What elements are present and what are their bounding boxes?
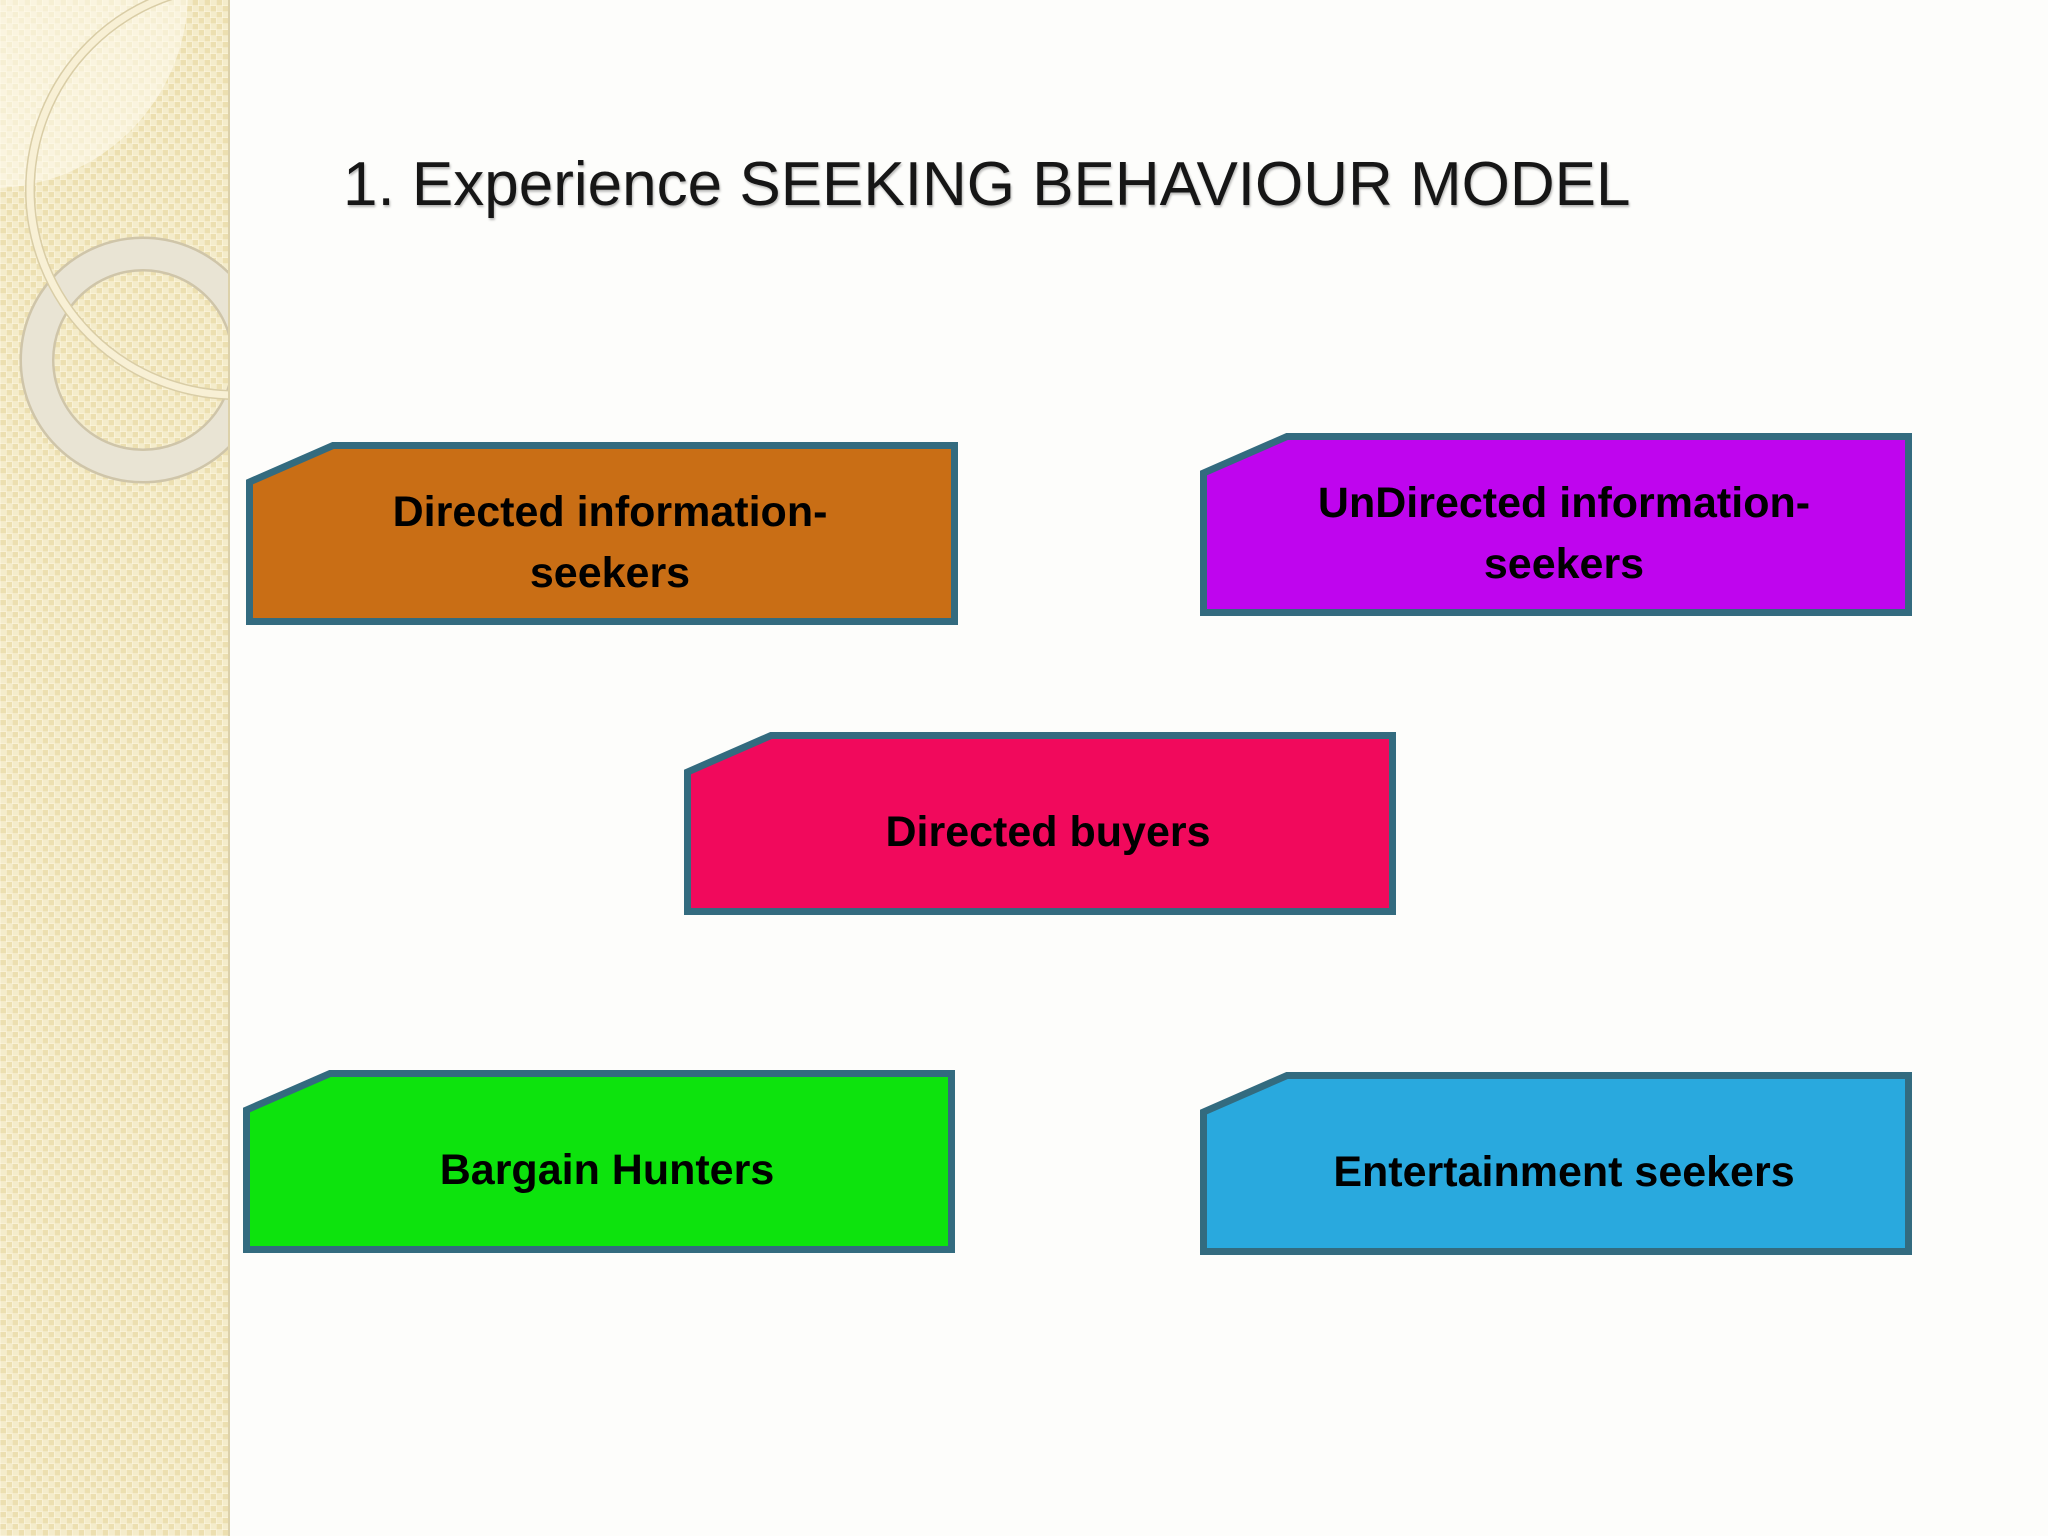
- box-border: [246, 442, 958, 625]
- box-label-line: UnDirected information-: [1317, 479, 1811, 528]
- box-entertainment-seekers: Entertainment seekers: [1200, 1072, 1912, 1255]
- box-label-line: Entertainment seekers: [1333, 1148, 1795, 1197]
- box-label-line: seekers: [529, 548, 691, 597]
- box-shape: [249, 445, 955, 622]
- box-label: UnDirected information- seekers: [1200, 433, 1912, 616]
- box-label: Directed information- seekers: [246, 442, 958, 625]
- snip-corner-shape: [243, 1070, 955, 1253]
- box-label: Entertainment seekers: [1200, 1072, 1912, 1255]
- box-label: Directed buyers: [684, 732, 1396, 915]
- box-label-line: seekers: [1483, 539, 1645, 588]
- box-directed-information-seekers: Directed information- seekers: [246, 442, 958, 625]
- box-border: [243, 1070, 955, 1253]
- box-bargain-hunters: Bargain Hunters: [243, 1070, 955, 1253]
- box-shape: [1203, 1075, 1909, 1252]
- decorative-sidebar: [0, 0, 230, 1536]
- box-shape: [246, 1073, 952, 1250]
- box-border: [1200, 433, 1912, 616]
- box-undirected-information-seekers: UnDirected information- seekers: [1200, 433, 1912, 616]
- thick-ring: [22, 239, 228, 481]
- snip-corner-shape: [246, 442, 958, 625]
- snip-corner-shape: [1200, 1072, 1912, 1255]
- box-label-line: Directed information-: [392, 488, 828, 537]
- box-label-line: Directed buyers: [885, 808, 1211, 857]
- slide-title: 1. Experience SEEKING BEHAVIOUR MODEL: [343, 150, 1631, 219]
- box-shape: [687, 735, 1393, 912]
- box-border: [1200, 1072, 1912, 1255]
- box-directed-buyers: Directed buyers: [684, 732, 1396, 915]
- box-border: [684, 732, 1396, 915]
- thin-ring: [26, 0, 228, 399]
- snip-corner-shape: [684, 732, 1396, 915]
- corner-glow-circle: [0, 0, 188, 188]
- box-label: Bargain Hunters: [243, 1070, 955, 1253]
- circles-ornament-graphic: [0, 0, 228, 484]
- box-label-line: Bargain Hunters: [439, 1146, 775, 1195]
- box-shape: [1203, 436, 1909, 613]
- snip-corner-shape: [1200, 433, 1912, 616]
